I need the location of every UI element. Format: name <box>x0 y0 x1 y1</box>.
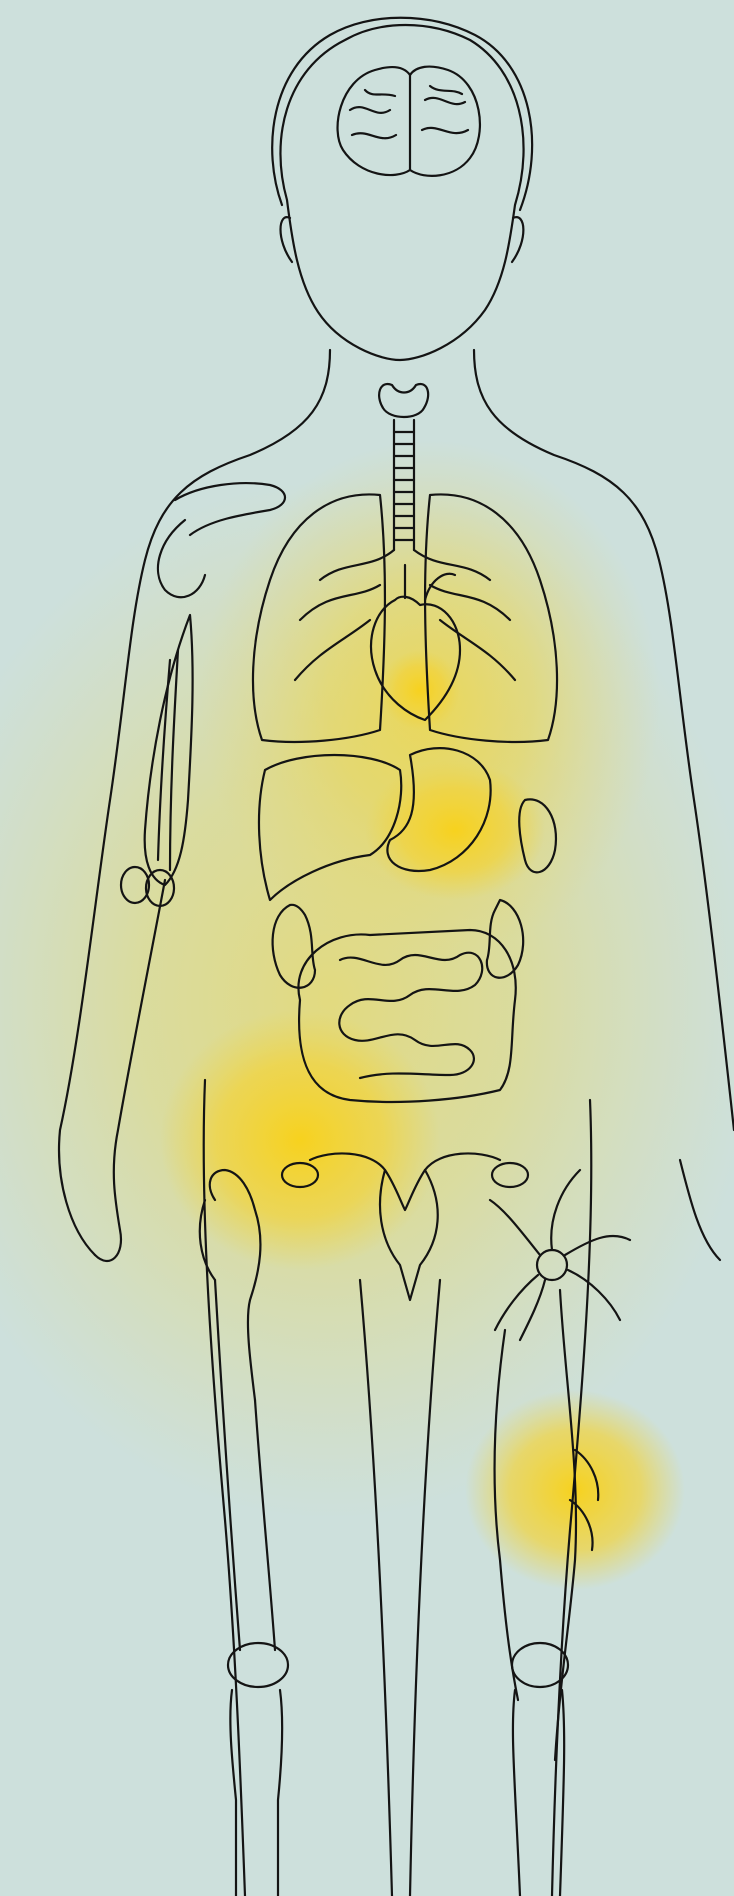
highlight-layer <box>0 440 734 1590</box>
head-outline <box>280 25 523 360</box>
knee-joint-icon <box>228 1643 568 1896</box>
thyroid-icon <box>379 384 428 417</box>
hair-outline <box>272 18 532 210</box>
hip-highlight <box>160 1010 440 1270</box>
brain-icon <box>338 67 480 176</box>
